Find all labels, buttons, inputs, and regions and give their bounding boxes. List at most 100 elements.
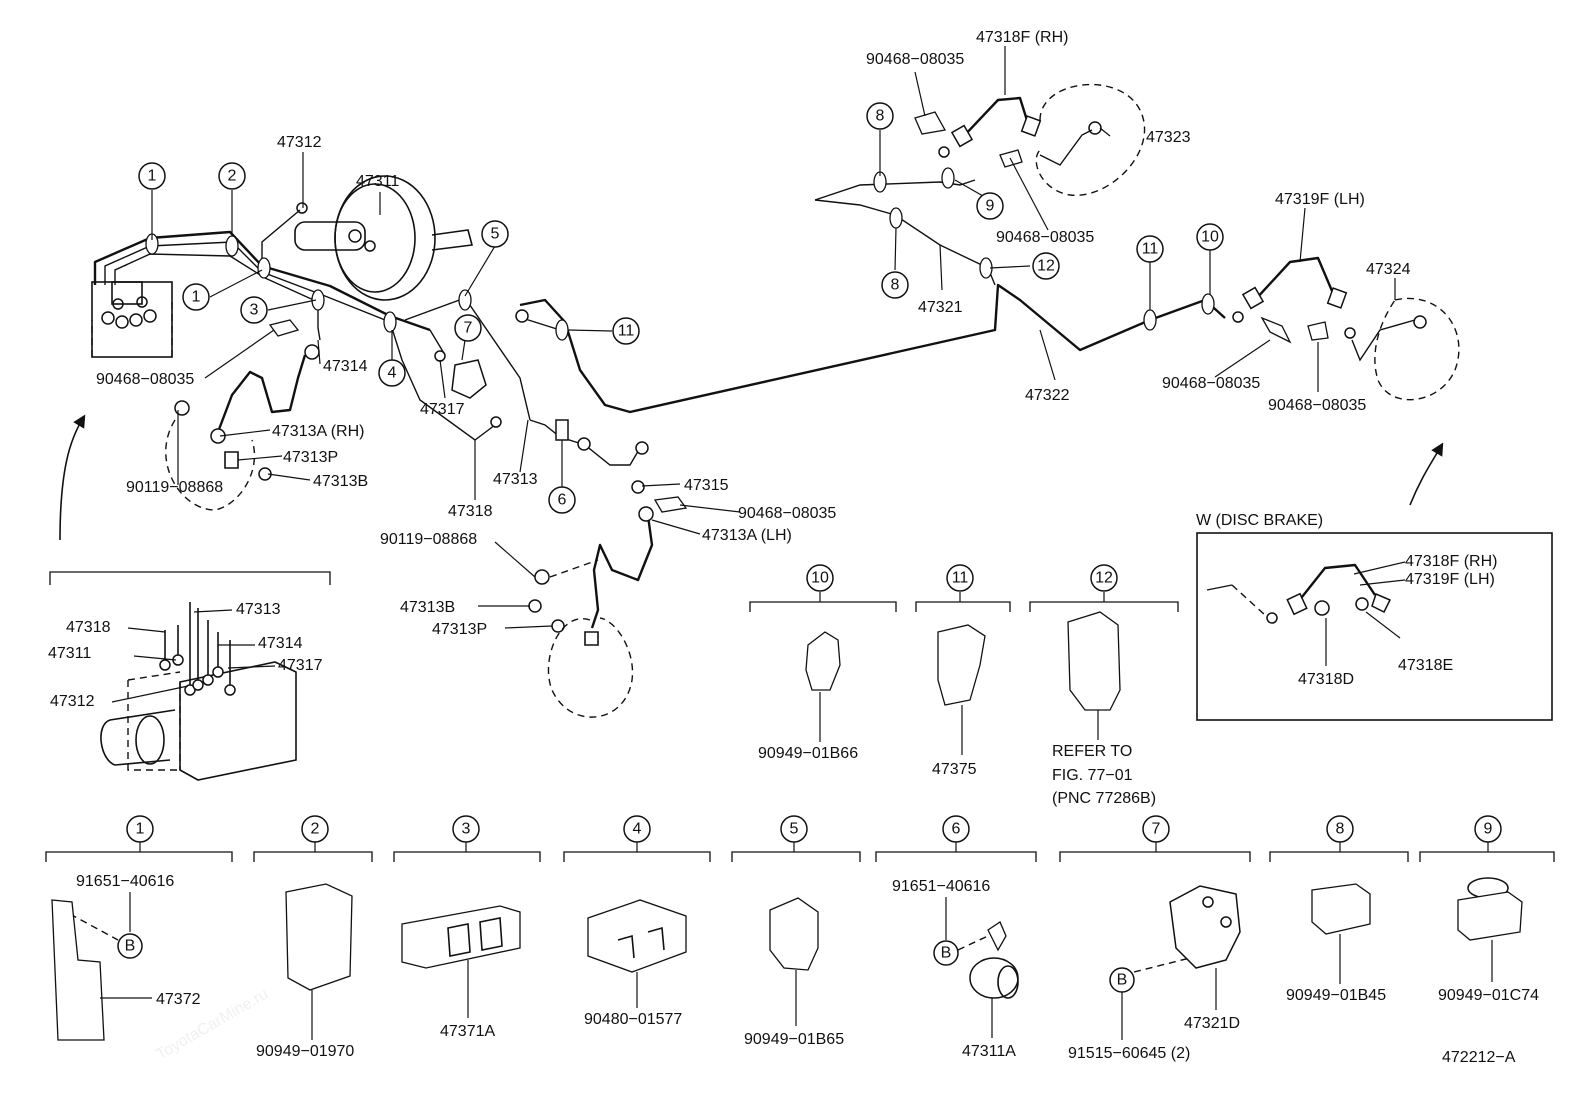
svg-text:10: 10 [811,570,829,587]
bottom-group-9: 9 90949−01C74 [1419,815,1555,1004]
callout-9: 9 [976,192,1004,220]
disc-brake-inset: W (DISC BRAKE) 47318F (RH) 47319F (LH) 4… [1196,512,1553,721]
arrow-to-disc-brake-detail [1409,442,1444,506]
actuator-label-47318: 47318 [66,619,111,636]
label-47313p-2: 47313P [432,621,487,638]
bottom-group-3: 3 47371A [393,815,541,1040]
bottom-group-5-part: 90949−01B65 [744,1031,844,1048]
svg-text:6: 6 [558,492,567,509]
label-47313: 47313 [493,471,538,488]
bottom-group-1-sub: 91651−40616 [76,873,174,890]
rear-brake-tube [515,283,1244,414]
callout-8-a: 8 [866,102,894,130]
inset-label-47318f: 47318F (RH) [1405,553,1497,570]
label-47318f-rh: 47318F (RH) [976,29,1068,46]
label-47313b: 47313B [313,473,368,490]
label-90468-08035-c: 90468−08035 [866,51,964,68]
label-90119-08868-a: 90119−08868 [126,479,223,496]
bottom-group-1-part: 47372 [156,991,201,1008]
svg-text:10: 10 [1201,229,1219,246]
svg-text:5: 5 [491,226,500,243]
label-47323: 47323 [1146,129,1191,146]
bottom-group-2: 2 90949−01970 [253,815,373,1060]
mid-group-12-part2: FIG. 77−01 [1052,767,1133,784]
callout-3: 3 [240,296,268,324]
label-47318: 47318 [448,503,493,520]
label-47321: 47321 [918,299,963,316]
label-47313b-2: 47313B [400,599,455,616]
label-47313p: 47313P [283,449,338,466]
callout-1-b: 1 [182,283,210,311]
svg-text:8: 8 [1336,821,1345,838]
svg-text:11: 11 [618,323,635,340]
actuator-label-47317: 47317 [278,657,323,674]
main-leader-lines [151,46,1396,629]
bottom-group-6: 6 91651−40616 B 47311A [875,815,1037,1060]
actuator-detail: 47318 47313 47311 47314 47317 47312 [48,571,331,781]
actuator-tube-stubs [159,602,236,696]
clip-group-11: 11 47375 [915,564,1011,778]
actuator-label-47314: 47314 [258,635,303,652]
svg-text:12: 12 [1037,258,1055,275]
svg-text:1: 1 [136,821,145,838]
front-lh-hose [528,419,688,718]
svg-text:4: 4 [388,365,397,382]
svg-text:11: 11 [1142,241,1159,258]
bottom-group-6-part: 47311A [962,1043,1016,1060]
svg-text:11: 11 [952,570,969,587]
callout-1-a: 1 [138,162,166,190]
callout-5: 5 [481,220,509,248]
svg-text:B: B [125,938,136,955]
bottom-group-1: 1 91651−40616 B 47372 [45,815,233,1041]
bottom-group-7-part: 47321D [1184,1015,1240,1032]
bottom-group-5: 5 90949−01B65 [731,815,861,1048]
svg-text:12: 12 [1095,570,1113,587]
bottom-group-6-sub: 91651−40616 [892,878,990,895]
svg-text:6: 6 [952,821,961,838]
svg-text:7: 7 [1152,821,1161,838]
svg-text:3: 3 [250,302,259,319]
main-part-labels: 47312 47311 47314 90468−08035 47313A (RH… [96,29,1411,638]
bottom-group-4-part: 90480−01577 [584,1011,682,1028]
callout-11-a: 11 [612,317,640,345]
mid-group-10-part: 90949−01B66 [758,745,858,762]
label-47311: 47311 [356,173,399,190]
svg-text:8: 8 [876,108,885,125]
label-47313a-lh: 47313A (LH) [702,527,792,544]
mid-group-12-part: REFER TO [1052,743,1132,760]
label-47314: 47314 [323,358,368,375]
label-47324: 47324 [1366,261,1411,278]
label-90468-08035-d: 90468−08035 [996,229,1094,246]
callout-7: 7 [454,314,482,342]
inset-label-47318e: 47318E [1398,657,1453,674]
front-rh-hose [165,319,320,511]
rear-rh-assembly [814,83,1146,286]
brake-booster [294,175,474,301]
actuator-label-47313: 47313 [236,601,281,618]
label-47322: 47322 [1025,387,1070,404]
svg-text:9: 9 [1484,821,1493,838]
callout-6: 6 [548,486,576,514]
tube-clip-markers [145,233,472,333]
actuator-label-47311: 47311 [48,645,91,662]
bottom-group-9-part: 90949−01C74 [1438,987,1539,1004]
figure-number: 472212−A [1442,1049,1516,1066]
svg-text:B: B [941,945,952,962]
actuator-label-47312: 47312 [50,693,95,710]
svg-text:1: 1 [148,168,157,185]
front-brake-tubes [93,209,531,441]
clip-group-10: 10 90949−01B66 [749,564,897,762]
callout-12: 12 [1032,252,1060,280]
bottom-group-8-part: 90949−01B45 [1286,987,1386,1004]
inset-label-47318d: 47318D [1298,671,1354,688]
bottom-group-2-part: 90949−01970 [256,1043,354,1060]
svg-text:5: 5 [790,821,799,838]
bottom-group-7: 7 B 47321D 91515−60645 (2) [1059,815,1251,1062]
label-90468-08035-e: 90468−08035 [1162,375,1260,392]
rear-lh-assembly [1241,256,1460,401]
svg-text:9: 9 [986,198,995,215]
callout-4: 4 [378,359,406,387]
mid-group-11-part: 47375 [932,761,977,778]
inset-label-47319f: 47319F (LH) [1405,571,1495,588]
